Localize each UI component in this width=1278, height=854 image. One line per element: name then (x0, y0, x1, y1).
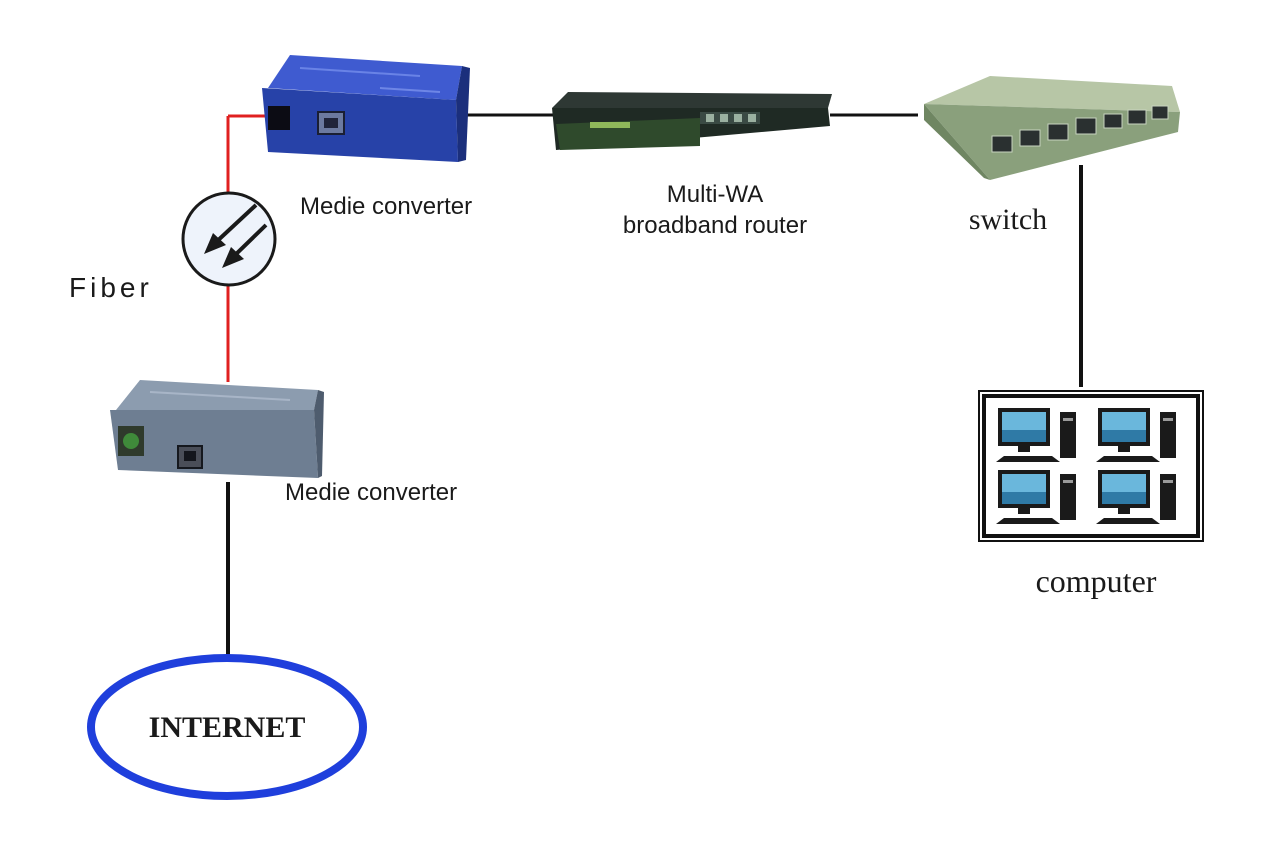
router-label-line1: Multi-WA (667, 181, 763, 208)
converter-bottom-label: Medie converter (285, 479, 457, 506)
fiber-link-icon (181, 191, 277, 287)
switch-icon (924, 76, 1180, 180)
media-converter-icon (110, 380, 324, 478)
fiber-label: Fiber (69, 272, 153, 303)
computer-group-icon (978, 390, 1204, 542)
media-converter-bottom (110, 380, 324, 478)
switch (924, 76, 1180, 180)
media-converter-icon (262, 55, 470, 162)
workstation-icon (1096, 408, 1176, 462)
converter-top-label: Medie converter (300, 193, 472, 220)
switch-label: switch (969, 203, 1047, 236)
cables (226, 113, 1083, 655)
internet-label: INTERNET (149, 711, 306, 744)
internet-cloud-icon (87, 654, 367, 800)
router-label-line2: broadband router (623, 212, 807, 239)
workstation-icon (996, 408, 1076, 462)
computer-group (978, 390, 1204, 542)
media-converter-top (262, 55, 470, 162)
workstation-icon (996, 470, 1076, 524)
router-icon (552, 92, 832, 150)
router (552, 92, 832, 150)
internet: INTERNET (87, 654, 367, 800)
workstation-icon (1096, 470, 1176, 524)
computer-label: computer (1036, 563, 1157, 599)
